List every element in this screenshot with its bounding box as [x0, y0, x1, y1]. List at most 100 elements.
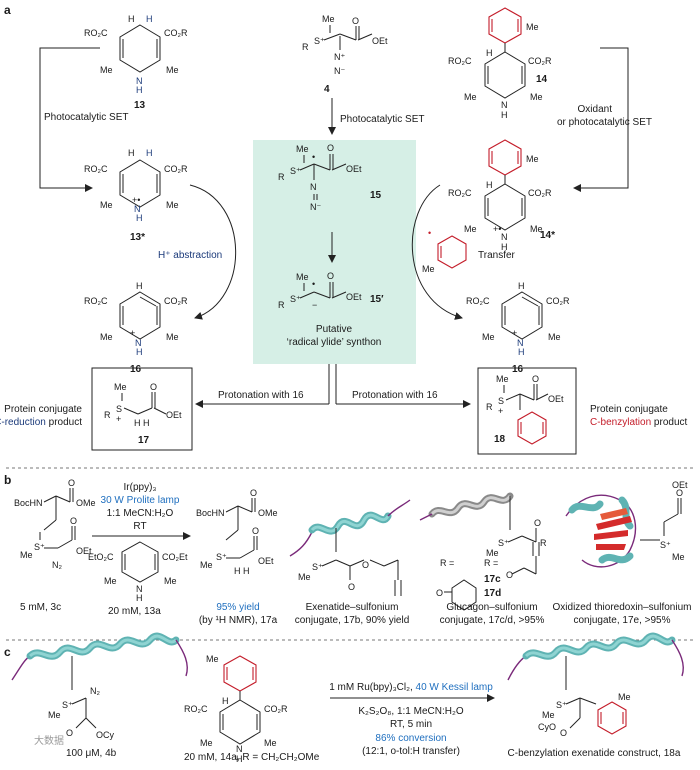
compound-13-label: 13 [134, 100, 146, 111]
svg-text:RO₂C: RO₂C [84, 164, 108, 174]
putative-line-2: ‘radical ylide’ synthon [287, 337, 382, 348]
svg-text:H: H [136, 347, 143, 357]
compound-13a-structure: EtO₂C CO₂Et Me Me N H [88, 541, 188, 603]
svg-text:O: O [532, 374, 539, 384]
svg-text:Me: Me [526, 22, 539, 32]
svg-text:S: S [498, 396, 504, 406]
svg-text:N: N [517, 338, 524, 348]
svg-text:•: • [428, 228, 431, 238]
b-solvent: 1:1 MeCN:H₂O [107, 508, 174, 519]
tolyl-radical-structure: • Me [422, 228, 467, 274]
svg-text:S⁺: S⁺ [314, 36, 325, 46]
svg-text:Me: Me [166, 332, 179, 342]
compound-13star-label: 13* [130, 232, 145, 243]
b-sm-conc: 5 mM, 3c [20, 602, 61, 613]
panel-a-label: a [4, 3, 11, 17]
svg-text:S⁺: S⁺ [290, 166, 301, 176]
compound-13star-structure: RO₂C CO₂R Me Me N +• H H H [84, 148, 188, 223]
protein-conjugate-left: Protein conjugate [4, 404, 82, 415]
svg-text:Me: Me [100, 200, 113, 210]
svg-text:H: H [501, 242, 508, 252]
svg-text:N: N [501, 100, 508, 110]
svg-text:Me: Me [618, 692, 631, 702]
photocatalytic-set-mid: Photocatalytic SET [340, 114, 424, 125]
protein-conjugate-right: Protein conjugate [590, 404, 668, 415]
b-temp: RT [133, 521, 146, 532]
compound-18-structure: Me S + R O OEt [486, 374, 564, 445]
compound-15prime-structure: Me S⁺ R O OEt − • [278, 271, 362, 310]
svg-text:OEt: OEt [548, 394, 564, 404]
svg-text:S⁺: S⁺ [34, 542, 45, 552]
b-glucagon-line-2: conjugate, 17c/d, >95% [440, 615, 545, 626]
svg-text:Me: Me [298, 572, 311, 582]
c-conditions-line-1: 1 mM Ru(bpy)₃Cl₂, 40 W Kessil lamp [329, 682, 493, 693]
svg-text:H H: H H [234, 566, 250, 576]
svg-text:O: O [534, 518, 541, 528]
svg-text:Me: Me [672, 552, 685, 562]
svg-text:Me: Me [114, 382, 127, 392]
c-reduction-product-label: C-reduction product [0, 417, 82, 428]
svg-text:O: O [327, 271, 334, 281]
b-glucagon-line-1: Glucagon–sulfonium [446, 602, 537, 613]
svg-text:H: H [128, 148, 135, 158]
svg-text:Me: Me [104, 576, 117, 586]
svg-text:O: O [66, 728, 73, 738]
svg-text:O: O [560, 728, 567, 738]
compound-14-label: 14 [536, 74, 548, 85]
compound-16-left-label: 16 [130, 364, 142, 375]
svg-text:R: R [540, 538, 547, 548]
c-sm-conc: 100 μM, 4b [66, 748, 117, 759]
svg-text:BocHN: BocHN [196, 508, 225, 518]
svg-text:Me: Me [164, 576, 177, 586]
b-yield-line-2: (by ¹H NMR), 17a [199, 615, 278, 626]
product-18-box [477, 367, 577, 455]
svg-text:H: H [501, 110, 508, 120]
svg-text:N: N [134, 204, 141, 214]
compound-16-left-structure: RO₂C CO₂R Me Me N + H H [84, 281, 188, 357]
svg-text:Me: Me [200, 560, 213, 570]
svg-text:EtO₂C: EtO₂C [88, 552, 114, 562]
compound-15-label: 15 [370, 190, 382, 201]
b-lamp: 30 W Prolite lamp [101, 495, 180, 506]
protonation-left-label: Protonation with 16 [218, 390, 304, 401]
svg-text:S⁺: S⁺ [216, 552, 227, 562]
svg-text:S⁺: S⁺ [290, 294, 301, 304]
svg-text:Me: Me [166, 200, 179, 210]
svg-text:Me: Me [48, 710, 61, 720]
svg-text:Me: Me [464, 92, 477, 102]
compound-14star-structure: Me RO₂C CO₂R H Me Me N +• H [448, 139, 552, 252]
svg-text:OEt: OEt [76, 546, 92, 556]
svg-text:•: • [312, 279, 315, 289]
svg-text:CO₂R: CO₂R [164, 164, 188, 174]
svg-text:CO₂R: CO₂R [264, 704, 288, 714]
thioredoxin-conjugate-17e-graphic: S⁺ Me O OEt [565, 480, 688, 568]
svg-text:CyO: CyO [538, 722, 556, 732]
compound-17-label: 17 [138, 435, 150, 446]
svg-text:+: + [512, 328, 517, 338]
svg-text:O: O [252, 526, 259, 536]
b-thioredoxin-line-2: conjugate, 17e, >95% [573, 615, 670, 626]
svg-text:+•: +• [493, 224, 501, 234]
compound-14-structure: Me RO₂C CO₂R H Me Me N H [448, 7, 552, 120]
panel-c-label: c [4, 645, 11, 659]
svg-text:CO₂Et: CO₂Et [162, 552, 188, 562]
b-catalyst: Ir(ppy)₃ [124, 482, 157, 493]
svg-text:H H: H H [134, 418, 150, 428]
svg-text:Me: Me [200, 738, 213, 748]
svg-text:R: R [486, 402, 493, 412]
svg-text:+•: +• [132, 195, 140, 205]
svg-text:H: H [128, 14, 135, 24]
svg-text:H: H [486, 180, 493, 190]
oxidant-line-2: or photocatalytic SET [557, 117, 652, 128]
svg-text:H: H [222, 696, 229, 706]
svg-text:O: O [352, 16, 359, 26]
svg-text:S⁺: S⁺ [660, 540, 671, 550]
watermark-text: 大数据 [34, 734, 64, 747]
c-conversion: 86% conversion [375, 733, 446, 744]
svg-text:S⁺: S⁺ [556, 700, 567, 710]
compound-15-structure: Me S⁺ R • O OEt N N⁻ [278, 143, 362, 212]
compound-4-label: 4 [324, 84, 330, 95]
svg-text:Me: Me [486, 548, 499, 558]
svg-text:R: R [302, 42, 309, 52]
compound-14star-label: 14* [540, 230, 555, 241]
